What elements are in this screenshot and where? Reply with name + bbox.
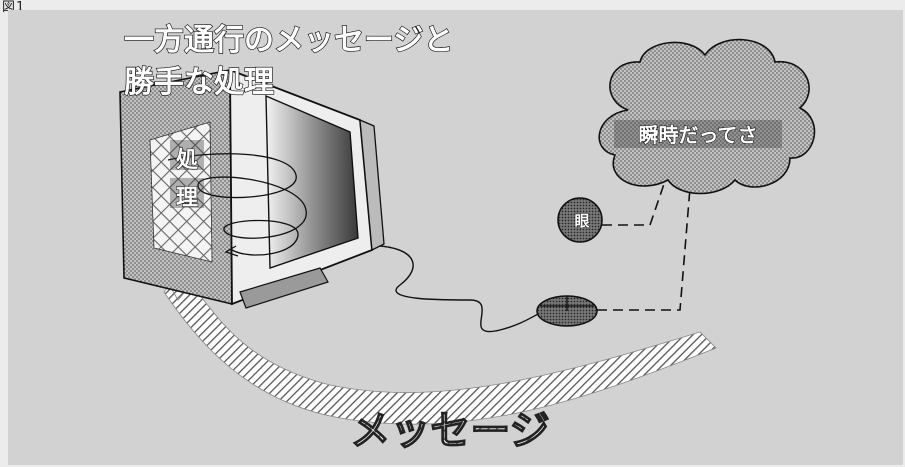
dashed-connectors (597, 183, 691, 311)
message-label: メッセージ (350, 408, 549, 454)
mouse-cable (379, 245, 543, 333)
cloud-label: 瞬時だってさ (639, 123, 758, 147)
title-line-1: 一方通行のメッセージと (124, 23, 453, 58)
crt-monitor-icon (119, 68, 385, 309)
mouse-icon (536, 295, 598, 327)
processing-label-char-2: 理 (176, 186, 198, 211)
processing-label-char-1: 処 (176, 147, 198, 173)
diagram-title: 一方通行のメッセージと 勝手な処理 (123, 22, 454, 100)
title-line-2: 勝手な処理 (124, 65, 274, 100)
processing-label: 処 理 (170, 140, 204, 212)
thought-cloud-icon: 瞬時だってさ (598, 38, 816, 195)
eye-badge-icon: 眼 (557, 197, 603, 243)
eye-label: 眼 (574, 212, 589, 230)
